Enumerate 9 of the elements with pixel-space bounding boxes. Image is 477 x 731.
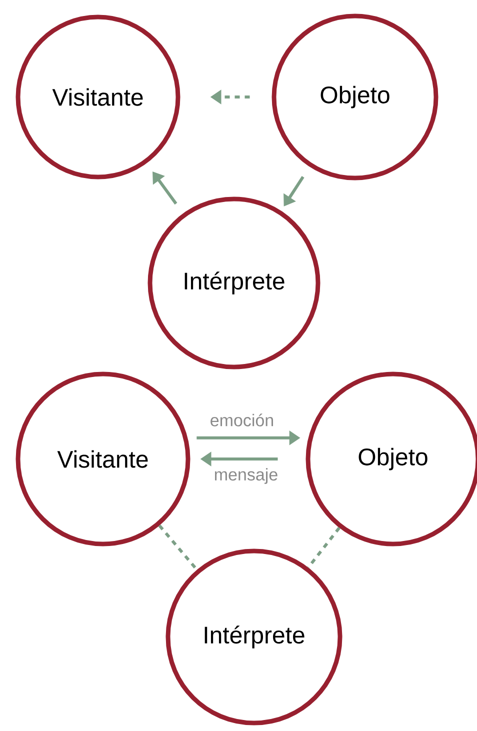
circle-node: Objeto xyxy=(272,14,438,180)
circle-node: Visitante xyxy=(16,14,180,180)
circle-node: Intérprete xyxy=(166,548,342,726)
dashed-line xyxy=(158,524,198,571)
edge-label: mensaje xyxy=(215,468,278,484)
circle-node: Visitante xyxy=(16,372,190,546)
edge-label: emoción xyxy=(210,414,273,426)
circle-node: Intérprete xyxy=(148,196,320,370)
dashed-line xyxy=(307,526,340,568)
